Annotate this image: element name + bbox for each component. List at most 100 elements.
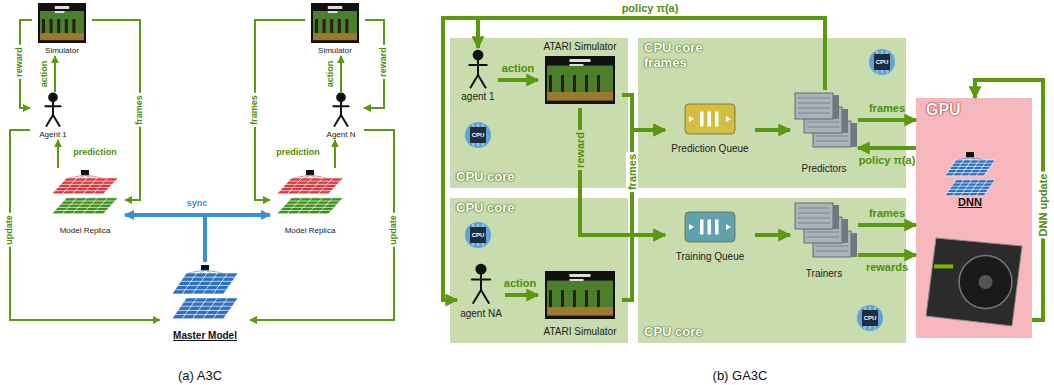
connector xyxy=(622,130,665,300)
model-replica: Model Replica xyxy=(270,168,350,236)
node-text: Trainers xyxy=(806,268,842,280)
node-text: DNN xyxy=(958,196,982,209)
connector xyxy=(10,130,160,320)
simulator: Simulator xyxy=(305,2,365,56)
edge-label: reward xyxy=(379,45,389,79)
master-model: Master Model xyxy=(160,262,250,342)
connector xyxy=(478,18,825,90)
atari-simulator: ATARI Simulator xyxy=(538,268,622,338)
node-text: Agent 1 xyxy=(39,130,67,139)
connector xyxy=(57,140,59,168)
edge-label: frames xyxy=(867,207,907,219)
node-text: Predictors xyxy=(801,163,846,175)
cpu-chip xyxy=(465,222,491,248)
chip-label: CPU xyxy=(862,315,879,322)
edge-label: update xyxy=(5,213,15,247)
connector xyxy=(622,95,665,130)
node-text: ATARI Simulator xyxy=(544,41,617,53)
server-stack xyxy=(795,203,857,257)
node-text: Model Replica xyxy=(285,226,336,235)
node-text: Simulator xyxy=(45,46,79,55)
caption: (a) A3C xyxy=(176,369,224,383)
region-fills xyxy=(450,38,1032,343)
game-screen xyxy=(38,3,86,43)
edge-label: frames xyxy=(867,102,907,114)
connector xyxy=(755,128,790,132)
cpu-chip xyxy=(857,305,883,331)
cpu-core-region: CPU coreTraining QueueTrainers xyxy=(638,198,906,343)
agent-figure xyxy=(333,94,348,126)
region-fill xyxy=(638,198,906,343)
network-picture xyxy=(172,265,238,319)
node-text: Agent N xyxy=(327,130,356,139)
network-picture xyxy=(277,170,343,214)
node-text: Model Replica xyxy=(60,226,111,235)
node-text: GPU xyxy=(926,101,961,119)
agent: agent NA xyxy=(457,262,505,320)
agent: agent 1 xyxy=(458,48,498,103)
node-text: Simulator xyxy=(318,46,352,55)
edge-label: frames xyxy=(626,152,638,192)
edge-label: DNN update xyxy=(1037,172,1049,239)
model-replica: Model Replica xyxy=(45,168,125,236)
connector-group xyxy=(10,18,1043,320)
connector xyxy=(580,108,665,235)
connector xyxy=(975,80,1043,320)
simulator: Simulator xyxy=(32,2,92,56)
edge-label: sync xyxy=(185,199,210,209)
agent-figure xyxy=(469,51,487,88)
predictors: Predictors xyxy=(790,90,858,175)
gpu-card xyxy=(926,238,1022,326)
server-stack xyxy=(795,93,857,147)
cpu-chip xyxy=(869,49,895,75)
edge-label: prediction xyxy=(274,148,322,158)
chip-label: CPU xyxy=(874,59,891,66)
connector xyxy=(755,233,790,237)
node-text: ATARI Simulator xyxy=(544,326,617,338)
cpu-core-region: CPU coreagent 1ATARI Simulator xyxy=(450,38,628,188)
connector xyxy=(858,223,916,227)
edge-label: action xyxy=(326,59,336,90)
region-fill xyxy=(450,198,628,343)
edge-label: policy π(a) xyxy=(620,2,681,14)
agent: Agent 1 xyxy=(30,92,76,140)
chip-label: CPU xyxy=(470,132,487,139)
edge-label: policy π(a) xyxy=(857,154,918,166)
connector xyxy=(858,118,916,122)
game-screen xyxy=(311,3,359,43)
queue-icon xyxy=(685,212,735,242)
node-text: agent NA xyxy=(460,308,502,320)
connector xyxy=(255,20,305,200)
connector xyxy=(505,293,538,297)
node-text: CPU core xyxy=(456,201,515,216)
node-text: CPU core xyxy=(644,325,703,340)
connector xyxy=(334,140,336,168)
edge-label: action xyxy=(502,277,538,289)
queue-icon xyxy=(685,104,735,134)
edge-label: frames xyxy=(250,93,260,127)
node-text: frames xyxy=(644,56,687,71)
gpu-region: GPU DNN xyxy=(916,98,1032,338)
node-text: Prediction Queue xyxy=(671,143,748,155)
caption: (b) GA3C xyxy=(711,369,770,383)
dnn: DNN xyxy=(935,150,1005,210)
edge-label: rewards xyxy=(864,261,910,273)
connector xyxy=(92,20,140,200)
network-picture xyxy=(52,170,118,214)
connector xyxy=(858,146,916,150)
edge-label: prediction xyxy=(71,148,119,158)
chip-label: CPU xyxy=(470,232,487,239)
cpu-core-region: CPU core agent NA ATARI Simulator xyxy=(450,198,628,343)
node-text: agent 1 xyxy=(461,91,494,103)
connector xyxy=(622,235,665,300)
atari-simulator: ATARI Simulator xyxy=(538,40,622,108)
agent-figure xyxy=(472,265,490,303)
connector xyxy=(125,215,205,262)
edge-label: frames xyxy=(135,93,145,127)
network-picture xyxy=(945,152,995,196)
connector xyxy=(443,18,825,300)
prediction-queue: Prediction Queue xyxy=(665,100,755,155)
